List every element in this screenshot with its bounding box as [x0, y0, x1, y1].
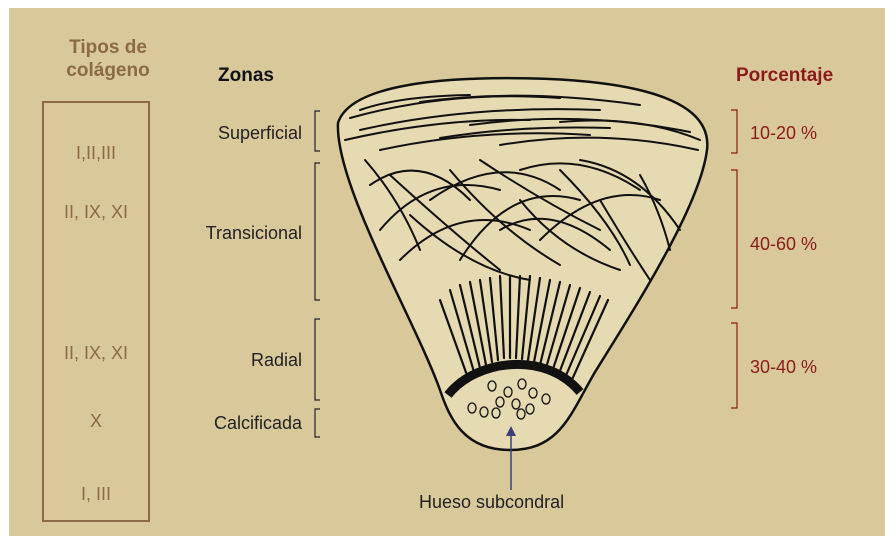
bracket-calcified — [315, 409, 320, 437]
bracket-percent-radial — [731, 323, 737, 408]
percent-brackets — [731, 110, 737, 408]
bracket-percent-transitional — [731, 170, 737, 308]
bracket-superficial — [315, 111, 320, 151]
bracket-percent-superficial — [731, 110, 737, 153]
bracket-radial — [315, 319, 320, 400]
bracket-transitional — [315, 163, 320, 300]
zone-brackets — [315, 111, 320, 437]
